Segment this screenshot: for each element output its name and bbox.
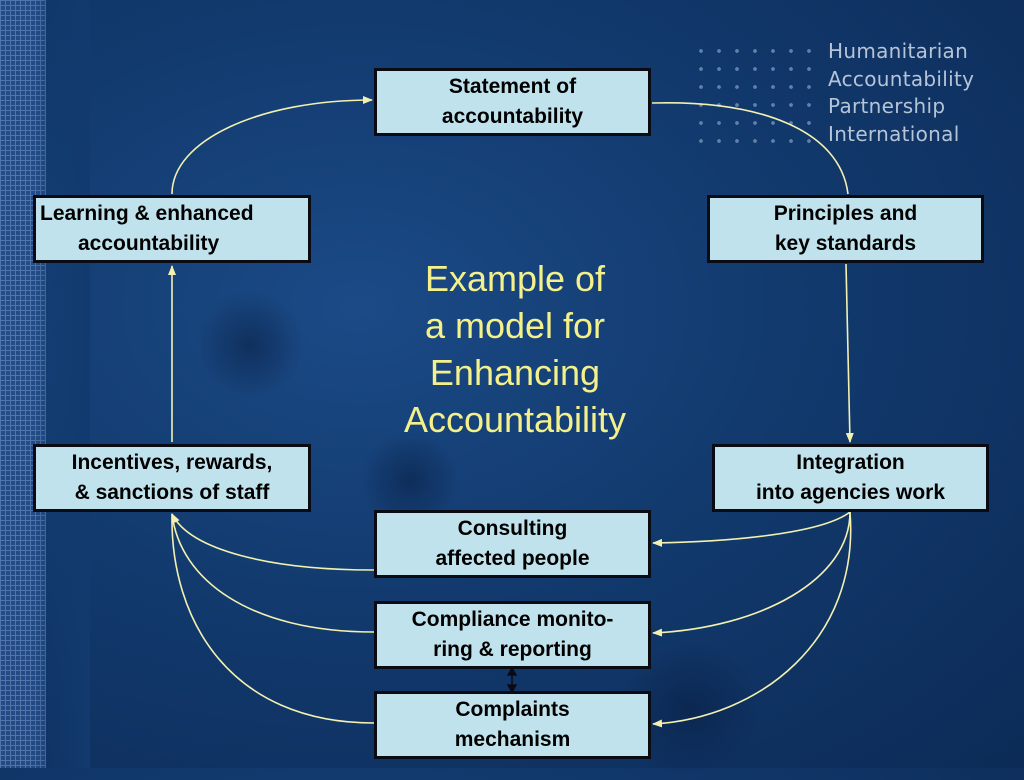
background-grid-fade [30, 0, 90, 768]
box-integration-into-agencies-work: Integration into agencies work [712, 444, 989, 512]
logo-line: Humanitarian [828, 39, 969, 63]
box-complaints-mechanism: Complaints mechanism [374, 691, 651, 759]
logo-line: Partnership [828, 94, 946, 118]
arrow-integration-to-complaints [652, 511, 852, 728]
box-consulting-affected-people: Consulting affected people [374, 510, 651, 578]
title-line: Example of [424, 258, 606, 299]
box-label-line: accountability [78, 232, 220, 255]
background-shadow-circle [195, 290, 305, 400]
arrow-compliance-to-incentives [171, 513, 375, 633]
box-principles-and-key-standards: Principles and key standards [707, 195, 984, 263]
box-label-line: affected people [435, 547, 590, 570]
box-label-line: & sanctions of staff [74, 481, 270, 504]
box-label-line: key standards [774, 232, 917, 255]
box-compliance-monitoring-reporting: Compliance monito- ring & reporting [374, 601, 651, 669]
box-label-line: Incentives, rewards, [71, 451, 273, 474]
logo-dot-pattern [692, 42, 812, 154]
diagram-title: Example of a model for Enhancing Account… [360, 255, 670, 443]
title-line: a model for [424, 305, 606, 346]
arrow-statement-to-principles [651, 102, 849, 195]
box-label-line: Learning & enhanced [40, 202, 254, 225]
arrow-principles-to-integration [845, 263, 854, 443]
box-label-line: Integration [796, 451, 905, 474]
box-label-line: accountability [441, 105, 584, 128]
logo-wordmark: Humanitarian Accountability Partnership … [828, 38, 1018, 148]
title-line: Accountability [403, 399, 627, 440]
box-label-line: Consulting [457, 517, 568, 540]
title-line: Enhancing [429, 352, 601, 393]
arrow-complaints-to-incentives [171, 513, 375, 724]
box-label-line: mechanism [454, 728, 571, 751]
box-incentives-rewards-sanctions: Incentives, rewards, & sanctions of staf… [33, 444, 311, 512]
box-label-line: Principles and [773, 202, 918, 225]
box-label-line: Compliance monito- [411, 608, 614, 631]
arrow-integration-to-compliance [652, 511, 851, 637]
box-statement-of-accountability: Statement of accountability [374, 68, 651, 136]
box-label-line: Statement of [448, 75, 577, 98]
arrow-compliance-complaints-double [506, 666, 518, 694]
logo-line: International [828, 121, 960, 146]
box-learning-enhanced-accountability: Learning & enhanced accountability [33, 195, 311, 263]
hap-logo: Humanitarian Accountability Partnership … [692, 38, 1012, 158]
logo-line: Accountability [828, 66, 975, 91]
arrow-consulting-to-incentives [171, 513, 375, 571]
box-label-line: into agencies work [755, 481, 946, 504]
box-label-line: ring & reporting [433, 638, 592, 661]
arrow-integration-to-consulting [652, 511, 851, 547]
box-label-line: Complaints [455, 698, 570, 721]
arrow-learning-to-statement [171, 96, 373, 195]
